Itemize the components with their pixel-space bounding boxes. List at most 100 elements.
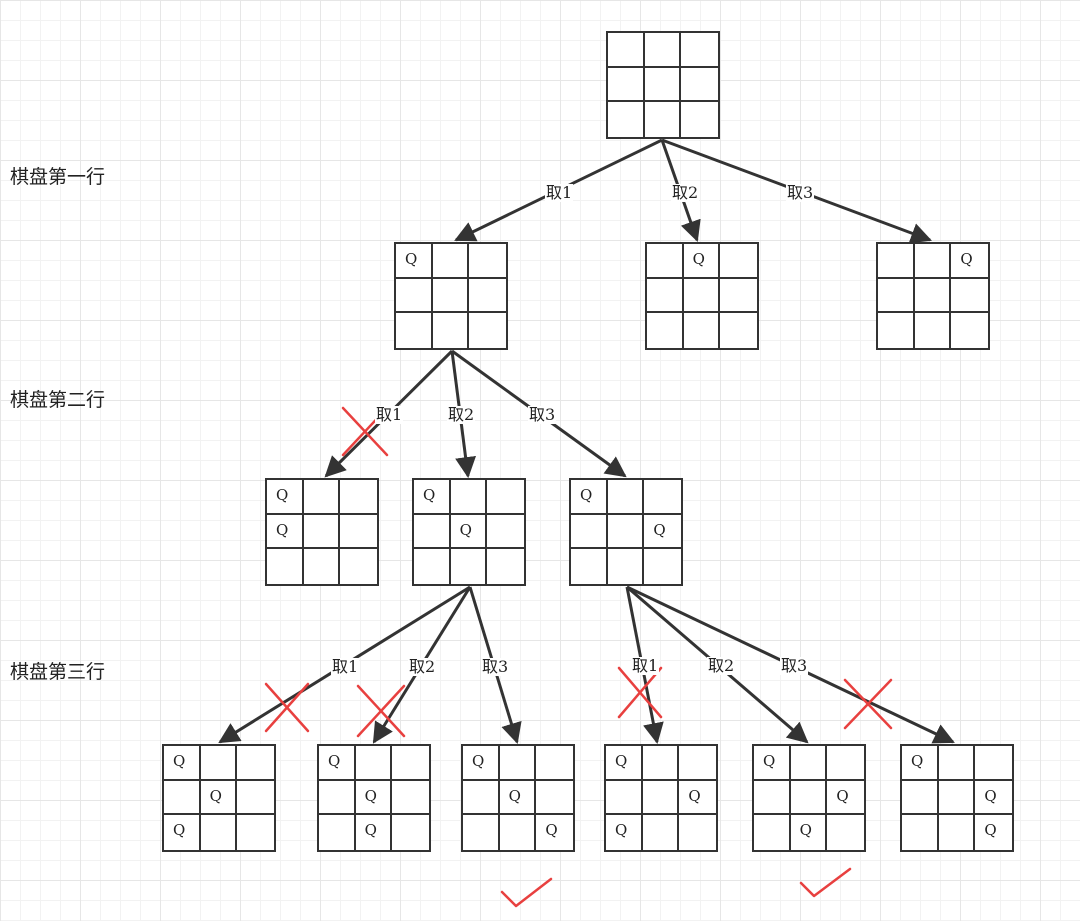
board-cell xyxy=(463,815,500,850)
edge-label-root-take3: 取3 xyxy=(786,183,815,202)
board-cell xyxy=(608,549,645,584)
board-cell xyxy=(644,33,682,68)
board-cell xyxy=(536,781,573,816)
reject-mark-r2c3-take3 xyxy=(843,678,893,730)
board-cell: Q xyxy=(606,815,643,850)
queen-marker: Q xyxy=(173,821,186,840)
board-cell xyxy=(463,780,500,816)
board-cell xyxy=(487,549,524,584)
queen-marker: Q xyxy=(364,786,377,805)
board-cell xyxy=(938,780,976,816)
board-cell xyxy=(499,746,537,781)
board-cell xyxy=(642,746,680,781)
board-cell xyxy=(647,278,684,314)
board-cell xyxy=(647,244,684,279)
queen-marker: Q xyxy=(580,486,593,504)
board-cell xyxy=(606,780,643,816)
queen-marker: Q xyxy=(328,752,341,770)
board-cell xyxy=(878,278,915,314)
board-cell xyxy=(790,780,828,816)
board-cell xyxy=(237,781,274,816)
board-cell xyxy=(571,549,608,584)
board-cell: Q xyxy=(450,514,488,550)
queen-marker: Q xyxy=(692,250,705,268)
board-cell xyxy=(451,549,488,584)
board-cell xyxy=(827,815,864,850)
queen-marker: Q xyxy=(960,250,973,268)
board-cell xyxy=(469,313,506,348)
reject-mark-r2c2-take2 xyxy=(356,684,406,738)
board-cell: Q xyxy=(791,815,828,850)
board-cell: Q xyxy=(319,746,356,781)
board-cell: Q xyxy=(200,780,238,816)
board-cell xyxy=(608,67,645,103)
board-cell xyxy=(878,313,915,348)
board-cell xyxy=(902,780,939,816)
board-cell xyxy=(450,480,488,515)
board-cell: Q xyxy=(267,480,304,515)
edge-label-r1c1-take3: 取3 xyxy=(528,405,557,424)
board-cell xyxy=(679,815,716,850)
queen-marker: Q xyxy=(799,821,812,840)
board-cell xyxy=(975,746,1012,781)
queen-marker: Q xyxy=(276,520,289,539)
board-cell xyxy=(827,746,864,781)
queen-marker: Q xyxy=(364,821,377,840)
board-cell: Q xyxy=(414,480,451,515)
board-cell xyxy=(720,313,757,348)
edge-label-r1c1-take1: 取1 xyxy=(375,405,404,424)
board-cell xyxy=(355,746,393,781)
board-cell xyxy=(938,746,976,781)
edge-label-r2c2-take1: 取1 xyxy=(331,657,360,676)
board-cell xyxy=(644,480,681,515)
board-cell: Q xyxy=(571,480,608,515)
board-cell xyxy=(915,313,952,348)
board-cell xyxy=(681,102,718,137)
board-cell xyxy=(392,781,429,816)
board-cell xyxy=(644,67,682,103)
board-cell xyxy=(164,780,201,816)
board-cell xyxy=(951,279,988,314)
edge-label-root-take2: 取2 xyxy=(671,183,700,202)
board-cell xyxy=(432,244,470,279)
queen-marker: Q xyxy=(763,752,776,770)
queen-marker: Q xyxy=(209,786,222,805)
board-cell xyxy=(681,68,718,103)
board-cell xyxy=(720,244,757,279)
board-cell xyxy=(878,244,915,279)
edge-label-r2c3-take3: 取3 xyxy=(780,656,809,675)
board-cell xyxy=(340,549,377,584)
board-cell xyxy=(303,514,341,550)
edge-label-r2c2-take3: 取3 xyxy=(481,657,510,676)
board-cell xyxy=(414,549,451,584)
board-cell xyxy=(681,33,718,68)
queen-marker: Q xyxy=(984,786,997,805)
board-cell: Q xyxy=(975,781,1012,816)
board-cell xyxy=(754,780,791,816)
board-cell xyxy=(902,815,939,850)
board-cell xyxy=(392,746,429,781)
board-cell xyxy=(414,514,451,550)
board-cell xyxy=(643,815,680,850)
board-cell xyxy=(683,278,721,314)
board-cell xyxy=(642,780,680,816)
board-cell xyxy=(500,815,537,850)
board-cell xyxy=(914,244,952,279)
board-cell xyxy=(536,746,573,781)
queen-marker: Q xyxy=(653,520,666,539)
board-cell xyxy=(392,815,429,850)
board-cell xyxy=(319,815,356,850)
board-cell xyxy=(469,244,506,279)
board-cell: Q xyxy=(975,815,1012,850)
accept-check-r3-b2 xyxy=(799,867,852,898)
edge-label-r2c2-take2: 取2 xyxy=(408,657,437,676)
board-cell: Q xyxy=(606,746,643,781)
board-cell xyxy=(608,102,645,137)
board-cell: Q xyxy=(827,781,864,816)
board-cell xyxy=(237,815,274,850)
row-label-third: 棋盘第三行 xyxy=(10,661,106,683)
